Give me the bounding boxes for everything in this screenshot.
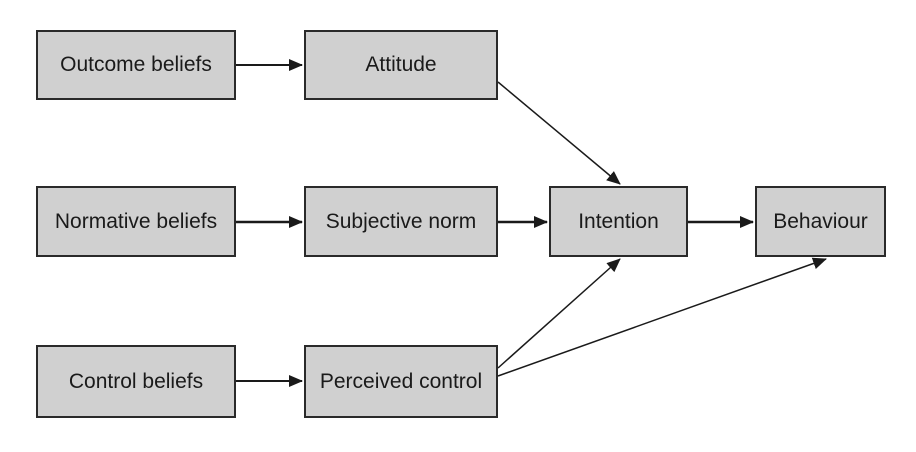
node-attitude: Attitude — [304, 30, 498, 100]
node-perceived-control: Perceived control — [304, 345, 498, 418]
node-outcome-beliefs: Outcome beliefs — [36, 30, 236, 100]
node-label: Attitude — [365, 53, 437, 76]
node-label: Control beliefs — [68, 369, 204, 393]
arrow-perceived-control-to-intention — [497, 258, 621, 369]
node-label: Intention — [578, 209, 659, 233]
arrow-attitude-to-intention — [497, 81, 621, 185]
node-behaviour: Behaviour — [755, 186, 886, 257]
arrow-perceived-control-to-behaviour — [497, 257, 827, 377]
node-label: Perceived control — [319, 369, 483, 393]
node-label: Outcome beliefs — [60, 53, 212, 76]
node-subjective-norm: Subjective norm — [304, 186, 498, 257]
node-label: Behaviour — [773, 209, 868, 233]
node-normative-beliefs: Normative beliefs — [36, 186, 236, 257]
node-label: Normative beliefs — [54, 209, 218, 233]
node-intention: Intention — [549, 186, 688, 257]
node-control-beliefs: Control beliefs — [36, 345, 236, 418]
node-label: Subjective norm — [325, 209, 477, 233]
